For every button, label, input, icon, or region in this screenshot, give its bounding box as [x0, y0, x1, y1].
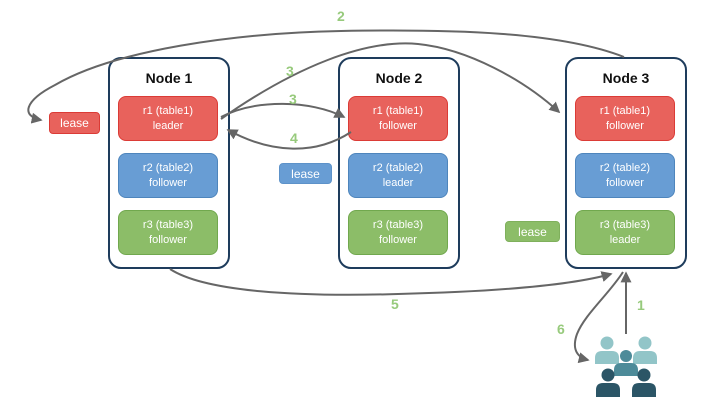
replica-name: r3 (table3) [142, 219, 194, 232]
replica-name: r2 (table2) [142, 162, 194, 175]
lease-badge-red: lease [49, 112, 100, 134]
step-label-3a: 3 [286, 63, 294, 79]
node-2-replica-r1: r1 (table1) follower [348, 96, 448, 141]
node-3-replica-r2: r2 (table2) follower [575, 153, 675, 198]
node-2-title: Node 2 [375, 70, 423, 86]
replica-role: follower [379, 233, 417, 246]
node-1-replica-r1: r1 (table1) leader [118, 96, 218, 141]
arrow-3b [220, 102, 346, 118]
arrow-5 [169, 268, 613, 296]
replica-role: follower [606, 119, 644, 132]
step-label-6: 6 [557, 321, 565, 337]
step-label-5: 5 [391, 296, 399, 312]
step-label-3b: 3 [289, 91, 297, 107]
node-3-replica-r3: r3 (table3) leader [575, 210, 675, 255]
node-2-replica-r3: r3 (table3) follower [348, 210, 448, 255]
replica-role: follower [379, 119, 417, 132]
users-icon [595, 336, 657, 397]
node-2: Node 2 r1 (table1) follower r2 (table2) … [338, 57, 460, 269]
node-1-title: Node 1 [145, 70, 193, 86]
replica-name: r1 (table1) [599, 105, 651, 118]
arrow-3a [220, 42, 561, 120]
node-3-title: Node 3 [602, 70, 650, 86]
node-3: Node 3 r1 (table1) follower r2 (table2) … [565, 57, 687, 269]
replica-name: r1 (table1) [372, 105, 424, 118]
replica-role: leader [382, 176, 414, 189]
replica-name: r3 (table3) [372, 219, 424, 232]
node-2-replica-r2: r2 (table2) leader [348, 153, 448, 198]
node-1-replica-r2: r2 (table2) follower [118, 153, 218, 198]
replica-name: r3 (table3) [599, 219, 651, 232]
replica-role: leader [609, 233, 641, 246]
replica-role: follower [606, 176, 644, 189]
step-label-1: 1 [637, 297, 645, 313]
replica-name: r2 (table2) [599, 162, 651, 175]
node-1-replica-r3: r3 (table3) follower [118, 210, 218, 255]
replica-role: leader [152, 119, 184, 132]
step-label-2: 2 [337, 8, 345, 24]
replica-name: r1 (table1) [142, 105, 194, 118]
step-label-4: 4 [290, 130, 298, 146]
lease-badge-green: lease [505, 221, 560, 242]
arrow-2 [27, 29, 625, 124]
lease-badge-blue: lease [279, 163, 332, 184]
node-1: Node 1 r1 (table1) leader r2 (table2) fo… [108, 57, 230, 269]
replica-name: r2 (table2) [372, 162, 424, 175]
replica-role: follower [149, 233, 187, 246]
node-3-replica-r1: r1 (table1) follower [575, 96, 675, 141]
replica-role: follower [149, 176, 187, 189]
arrow-4 [226, 129, 352, 150]
arrow-6 [573, 271, 624, 364]
